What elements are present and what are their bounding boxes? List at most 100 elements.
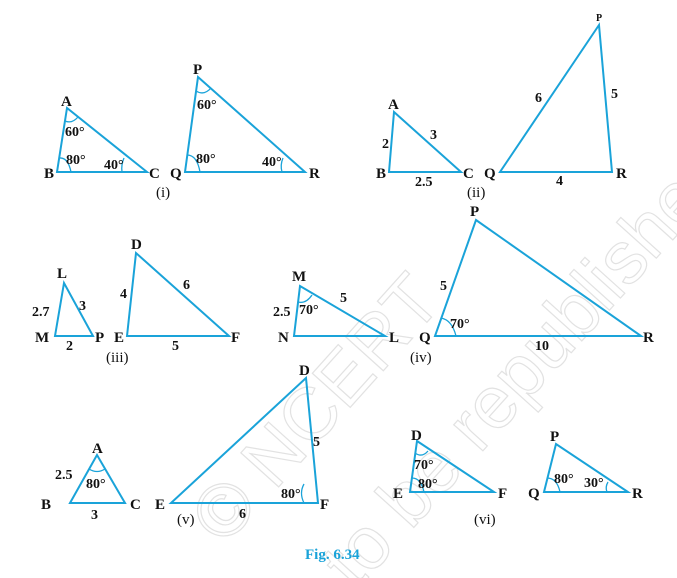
figure-label-iii: (iii) [106,350,129,366]
angle-arc-C [121,157,125,173]
side-EF-label: 5 [172,339,179,354]
side-QR-label: 10 [535,339,549,354]
vertex-B: B [376,166,386,182]
vertex-D: D [411,428,422,444]
figure-label-vi: (vi) [474,512,496,528]
side-BC-label: 3 [91,508,98,523]
side-AB-label: 2 [382,137,389,152]
angle-Q-label: 70° [450,317,470,332]
figure-ii: A B C 2 3 2.5 P Q R 6 5 4 (ii) [376,13,627,201]
vertex-F: F [498,486,507,502]
triangle-DEF-iii: D E F 4 6 5 [114,237,240,354]
side-AC-label: 3 [430,128,437,143]
angle-arc-D [414,450,429,456]
angle-arc-R [605,481,609,493]
triangle-PQR-vi: P Q R 80° 30° [528,429,643,502]
angle-arc-F [300,483,305,504]
vertex-A: A [92,441,103,457]
side-DF-label: 5 [313,435,320,450]
vertex-R: R [616,166,627,182]
side-DF-label: 6 [183,278,190,293]
triangle-shape [433,218,645,337]
side-PQ-label: 5 [440,279,447,294]
angle-arc-Q [440,317,457,337]
figure-i: A B C 60° 80° 40° P Q R 60° 80° 40° (i) [44,62,320,201]
angle-F-label: 80° [281,487,301,502]
angle-arc-P [195,87,212,94]
side-BC-label: 2.5 [415,175,433,190]
triangle-DEF-vi: D E F 70° 80° [393,428,507,502]
vertex-N: N [278,330,289,346]
side-AB-label: 2.5 [55,468,73,483]
triangle-ABC-v: A B C 2.5 3 80° [41,441,141,523]
side-ML-label: 5 [340,291,347,306]
angle-arc-M [297,294,313,303]
figure-vi: D E F 70° 80° P Q R 80° 30° (vi) [393,428,643,528]
angle-E-label: 80° [418,477,438,492]
side-MN-label: 2.5 [273,305,291,320]
triangle-shape [292,284,389,337]
triangle-ABC-i: A B C 60° 80° 40° [44,94,160,182]
triangle-ABC-ii: A B C 2 3 2.5 [376,97,474,190]
triangle-shape [498,22,614,173]
vertex-L: L [57,266,67,282]
side-LP-label: 3 [79,299,86,314]
figure-label-ii: (ii) [467,185,485,201]
triangle-PQR-i: P Q R 60° 80° 40° [170,62,320,182]
triangle-shape [53,279,95,337]
angle-Q-label: 80° [554,472,574,487]
vertex-C: C [463,166,474,182]
vertex-Q: Q [528,486,540,502]
triangle-shape [542,442,632,493]
figure-label-iv: (iv) [410,350,432,366]
triangle-shape [68,452,127,504]
angle-arc-E [411,477,425,493]
vertex-D: D [131,237,142,253]
triangle-PQR-ii: P Q R 6 5 4 [484,13,627,189]
side-QR-label: 4 [556,174,563,189]
angle-R-label: 40° [262,155,282,170]
angle-arc-A [64,116,79,123]
side-MP-label: 2 [66,339,73,354]
figure-v: A B C 2.5 3 80° D E F 5 6 80° (v) [41,363,329,528]
vertex-P: P [550,429,559,445]
triangle-shape [55,106,150,173]
vertex-R: R [632,486,643,502]
figure-caption: Fig. 6.34 [305,547,360,563]
side-PR-label: 5 [611,87,618,102]
side-DE-label: 4 [120,287,127,302]
angle-C-label: 40° [104,158,124,173]
vertex-C: C [130,497,141,513]
triangle-shape [168,375,320,504]
angle-A-label: 60° [65,125,85,140]
triangle-shape [183,75,308,173]
figure-label-v: (v) [177,512,195,528]
triangle-shape [408,439,498,493]
angle-M-label: 70° [299,303,319,318]
vertex-M: M [35,330,49,346]
angle-arc-Q [546,477,561,493]
angle-arc-A [88,468,106,473]
vertex-L: L [389,330,399,346]
vertex-E: E [114,330,124,346]
angle-B-label: 80° [66,153,86,168]
triangle-shape [387,109,464,173]
triangle-LMP: L M P 2.7 3 2 [32,266,104,354]
figure-label-i: (i) [156,185,170,201]
angle-D-label: 70° [414,458,434,473]
vertex-E: E [393,486,403,502]
vertex-Q: Q [170,166,182,182]
vertex-R: R [643,330,654,346]
vertex-F: F [320,497,329,513]
vertex-R: R [309,166,320,182]
vertex-A: A [388,97,399,113]
vertex-C: C [149,166,160,182]
vertex-E: E [155,497,165,513]
side-PQ-label: 6 [535,91,542,106]
vertex-Q: Q [484,166,496,182]
angle-P-label: 60° [197,98,217,113]
vertex-B: B [41,497,51,513]
vertex-P: P [193,62,202,78]
